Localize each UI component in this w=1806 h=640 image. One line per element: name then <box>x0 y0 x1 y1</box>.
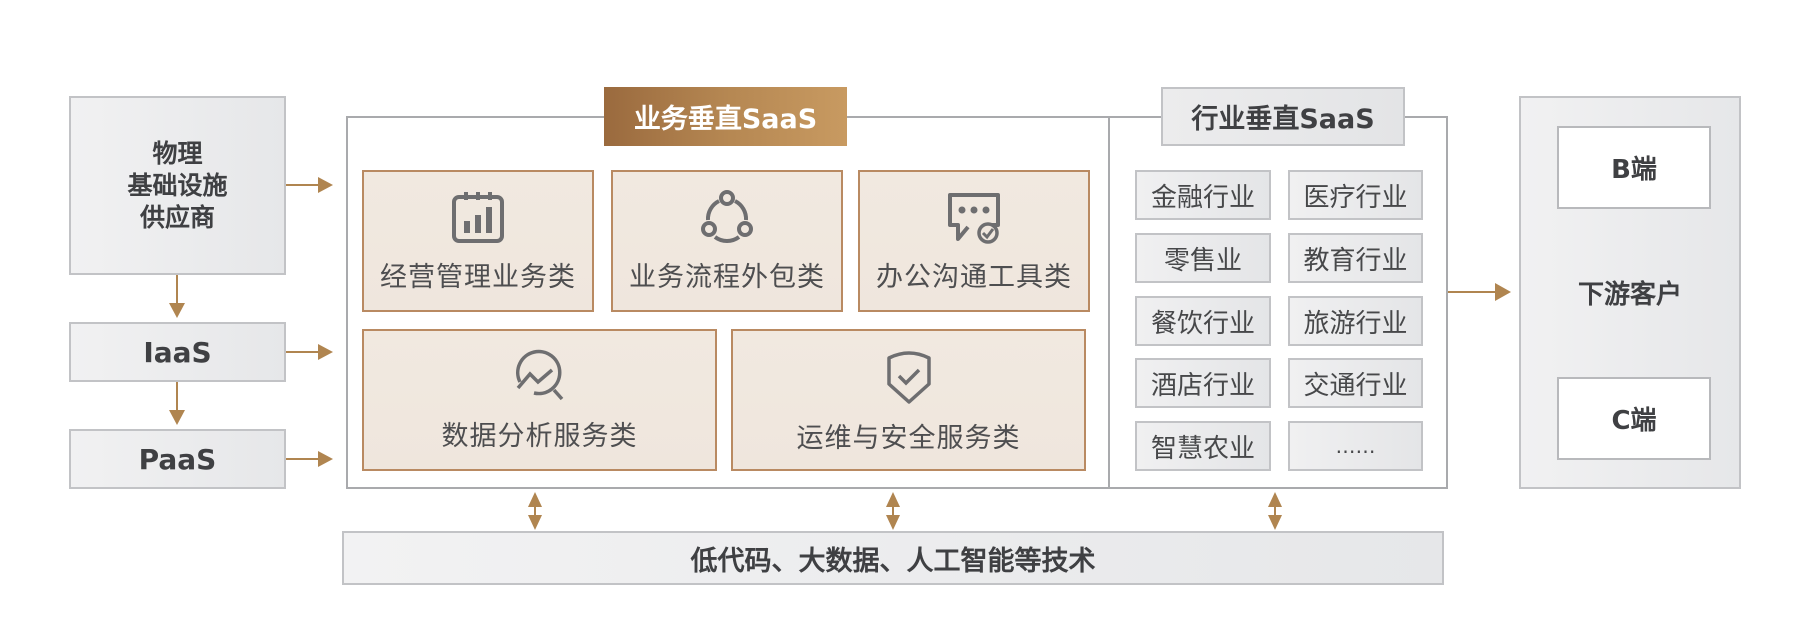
industry-saas-title: 行业垂直SaaS <box>1161 87 1405 146</box>
iaas-box: IaaS <box>69 322 286 382</box>
physical-line-1: 物理 <box>152 138 203 168</box>
industry-item: 智慧农业 <box>1135 421 1271 471</box>
cycle-nodes-icon <box>701 189 753 243</box>
card-process-outsourcing: 业务流程外包类 <box>611 170 843 312</box>
industry-item-label: 智慧农业 <box>1150 433 1255 464</box>
technology-foundation-label: 低代码、大数据、人工智能等技术 <box>690 545 1096 577</box>
card-ops-security: 运维与安全服务类 <box>731 329 1086 471</box>
industry-item-label: 酒店行业 <box>1150 370 1255 401</box>
c-end-label: C端 <box>1611 406 1657 436</box>
industry-item-more: …… <box>1288 421 1423 471</box>
industry-item-label: 餐饮行业 <box>1150 308 1255 339</box>
paas-box: PaaS <box>69 429 286 489</box>
saas-divider <box>1108 116 1110 489</box>
industry-item-label: 交通行业 <box>1303 370 1408 401</box>
industry-item-label: 旅游行业 <box>1303 308 1408 339</box>
chat-check-icon <box>948 192 1000 244</box>
card-operations-management: 经营管理业务类 <box>362 170 594 312</box>
downstream-customers-label: 下游客户 <box>1519 272 1741 312</box>
business-saas-title-text: 业务垂直SaaS <box>633 104 818 135</box>
industry-item: 金融行业 <box>1135 170 1271 220</box>
c-end-box: C端 <box>1557 377 1711 460</box>
industry-item-label: 教育行业 <box>1303 245 1408 276</box>
business-saas-title: 业务垂直SaaS <box>604 87 847 146</box>
industry-item: 酒店行业 <box>1135 358 1271 408</box>
iaas-label: IaaS <box>143 335 212 369</box>
card-label: 办公沟通工具类 <box>876 261 1072 293</box>
physical-infrastructure-label: 物理 基础设施 供应商 <box>127 138 227 234</box>
physical-line-3: 供应商 <box>139 202 215 232</box>
paas-label: PaaS <box>138 442 217 476</box>
chart-search-icon <box>515 349 563 400</box>
physical-line-2: 基础设施 <box>127 170 228 200</box>
card-data-analysis: 数据分析服务类 <box>362 329 717 471</box>
industry-item-label: …… <box>1335 434 1376 458</box>
b-end-box: B端 <box>1557 126 1711 209</box>
industry-saas-title-text: 行业垂直SaaS <box>1191 104 1375 135</box>
industry-item: 教育行业 <box>1288 233 1423 283</box>
technology-foundation-bar: 低代码、大数据、人工智能等技术 <box>342 531 1444 585</box>
downstream-title: 下游客户 <box>1577 279 1682 310</box>
shield-check-icon <box>886 350 931 404</box>
industry-item-label: 医疗行业 <box>1303 182 1408 213</box>
card-label: 业务流程外包类 <box>629 261 825 293</box>
card-label: 经营管理业务类 <box>380 261 576 293</box>
calendar-bar-chart-icon <box>452 191 504 243</box>
physical-infrastructure-box: 物理 基础设施 供应商 <box>69 96 286 275</box>
b-end-label: B端 <box>1611 155 1657 185</box>
industry-item-label: 金融行业 <box>1150 182 1255 213</box>
industry-item-label: 零售业 <box>1163 245 1242 276</box>
card-office-communication: 办公沟通工具类 <box>858 170 1090 312</box>
industry-item: 交通行业 <box>1288 358 1423 408</box>
card-label: 运维与安全服务类 <box>796 422 1021 454</box>
industry-item: 医疗行业 <box>1288 170 1423 220</box>
industry-item: 旅游行业 <box>1288 296 1423 346</box>
card-label: 数据分析服务类 <box>441 420 638 452</box>
industry-item: 餐饮行业 <box>1135 296 1271 346</box>
industry-item: 零售业 <box>1135 233 1271 283</box>
